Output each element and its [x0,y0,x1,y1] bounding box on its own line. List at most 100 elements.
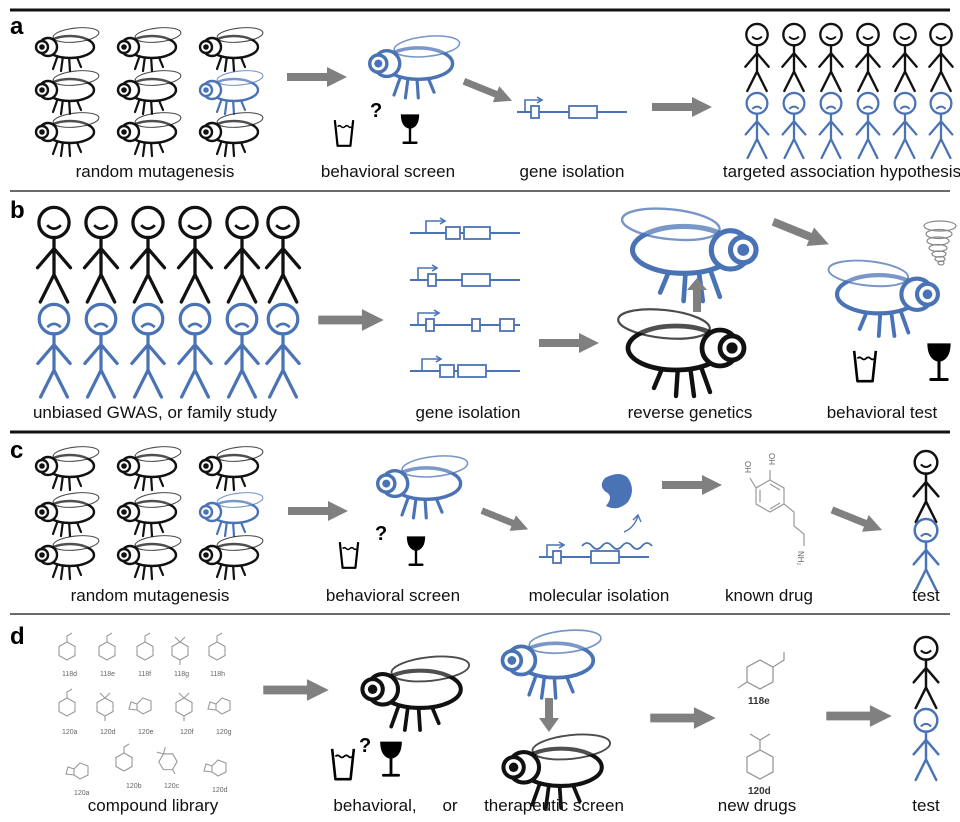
fly-icon-tested [827,257,938,336]
panel-letter-c: c [10,437,23,464]
stick-figure-icon [781,22,807,93]
fly-icon-mutant-large [375,451,471,520]
molecule-icon [98,632,116,661]
arrow-icon [318,309,384,331]
fly-icon [34,489,101,538]
protein-icon [601,474,632,509]
molecule-icon [58,688,76,717]
fly-icon [34,109,101,158]
label-a-1: random mutagenesis [76,162,235,181]
arrow-icon [662,475,722,495]
compound-code: 120a [74,790,90,797]
fly-icon [116,109,183,158]
question-mark: ? [359,735,371,757]
stick-figure-icon-affected [130,302,166,399]
compound-code: 120b [126,783,142,790]
compound-code: 120f [180,729,194,736]
molecule-icon [128,697,152,715]
label-c-5: test [912,586,940,605]
fly-icon [116,24,183,73]
fly-icon-mutant [500,625,604,700]
stick-figure-icon [82,205,120,304]
molecule-icon [96,692,114,722]
panel-b: b [10,197,957,422]
stick-figure-icon [818,22,844,93]
label-b-1: unbiased GWAS, or family study [33,403,278,422]
molecule-icon [207,697,231,715]
fly-icon [198,109,265,158]
gene-variants [409,217,521,378]
molecule-icon-new-drug-2 [746,733,774,780]
fly-icon-wildtype [362,653,470,730]
stick-figure-icon-affected [224,302,260,399]
tornado-icon [923,220,957,266]
arrow-icon [460,73,516,109]
molecule-icon [203,759,227,777]
label-d-4: therapeutic screen [484,796,624,815]
stick-figure-icon-affected [912,517,940,592]
compound-codes: 118d 118e 118f 118g 118h 120a 120d 120e … [62,671,232,797]
compound-code: 120d [100,729,116,736]
fly-icon [34,24,101,73]
panel-letter-a: a [10,13,24,40]
drug-atom-oh2: HO [768,453,777,465]
arrow-icon [828,501,886,539]
molecule-icon [171,636,189,666]
arrow-down-icon [539,698,559,732]
label-d-3: or [442,796,457,815]
compound-code: 120a [62,729,78,736]
stick-figure-icon-affected [177,302,213,399]
stick-figure-icon [912,449,940,524]
stick-figure-icon [223,205,261,304]
stick-figure-icon-affected [36,302,72,399]
stick-figure-icon-affected [892,91,918,160]
stick-figure-icon [855,22,881,93]
fly-icon [116,532,183,581]
molecule-icon-dopamine [749,470,805,546]
arrow-icon [769,212,833,254]
label-d-1: compound library [88,796,219,815]
panel-d: d 118d 118e 118f 118g 118h 120a 120d 12 [10,623,940,815]
label-d-2: behavioral, [333,796,416,815]
gene-construct-icon [409,217,521,240]
compound-code: 120c [164,783,180,790]
compound-code: 118e [100,671,115,678]
people-row-b [35,205,302,399]
stick-figure-icon [912,635,940,710]
fly-grid-c [34,443,265,581]
fly-icon [116,489,183,538]
arrow-icon [650,707,716,729]
drug-code: 120d [748,786,771,797]
molecule-icon-new-drug-1 [737,652,785,690]
label-c-3: molecular isolation [529,586,670,605]
fly-icon-mutant [198,67,265,116]
label-d-5: new drugs [718,796,796,815]
stick-figure-icon [129,205,167,304]
label-a-4: targeted association hypothesis [723,162,960,181]
drug-atom-nh2: NH₂ [796,551,805,566]
glass-water-icon [330,747,356,781]
compound-code: 118g [174,671,189,678]
drug-code: 118e [748,696,770,707]
molecule-icon [208,632,226,661]
molecule-icon [175,692,193,722]
panel-a: a ? [10,13,960,181]
stick-figure-icon-affected [855,91,881,160]
gene-transcription-icon [537,513,653,565]
compound-code: 118d [62,671,77,678]
arrow-icon [478,502,532,538]
label-b-3: reverse genetics [628,403,753,422]
gene-construct-icon [409,264,521,287]
glass-water-icon [852,349,878,383]
wine-glass-icon [378,740,404,777]
label-b-2: gene isolation [416,403,521,422]
stick-figure-icon-affected [818,91,844,160]
stick-figure-icon [928,22,954,93]
stick-figure-icon-affected [928,91,954,160]
label-a-2: behavioral screen [321,162,455,181]
stick-figure-icon-affected [781,91,807,160]
molecule-icon [115,743,133,772]
fly-icon [34,443,101,492]
arrow-icon [826,705,892,727]
